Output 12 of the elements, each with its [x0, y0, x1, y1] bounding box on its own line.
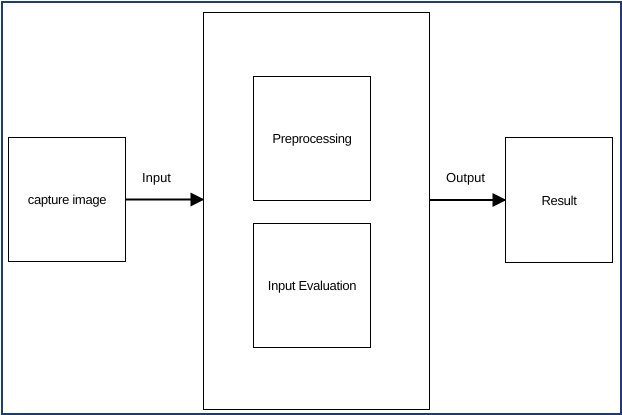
process-box [253, 76, 371, 201]
node-label: Preprocessing [272, 131, 352, 146]
container-box [203, 12, 430, 410]
node-label: Input Evaluation [268, 278, 356, 293]
process-box [505, 137, 613, 263]
process-box [8, 137, 126, 262]
arrow [430, 193, 506, 207]
edge-label: Output [445, 170, 486, 185]
node-label: capture image [28, 192, 106, 207]
node-label: Result [541, 192, 577, 208]
arrow [126, 192, 204, 206]
process-box [253, 223, 371, 348]
